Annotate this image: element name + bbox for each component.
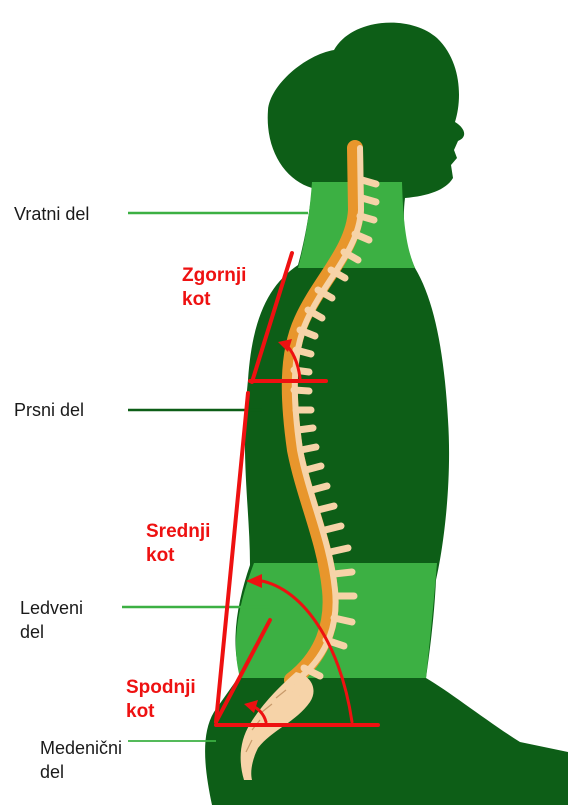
body-silhouette	[205, 23, 568, 805]
angle-lower-line1: Spodnji	[126, 676, 196, 700]
label-pelvic-line1: Medenični	[40, 736, 122, 760]
label-cervical-text: Vratni del	[14, 204, 89, 224]
label-cervical: Vratni del	[14, 202, 89, 226]
label-thoracic-text: Prsni del	[14, 400, 84, 420]
label-pelvic: Medenični del	[40, 736, 122, 784]
label-lumbar-line2: del	[20, 620, 83, 644]
angle-middle-line2: kot	[146, 544, 210, 568]
angle-upper-line1: Zgornji	[182, 264, 246, 288]
angle-lower-line2: kot	[126, 700, 196, 724]
label-thoracic: Prsni del	[14, 398, 84, 422]
angle-lower-label: Spodnji kot	[126, 676, 196, 724]
label-pelvic-line2: del	[40, 760, 122, 784]
angle-middle-line1: Srednji	[146, 520, 210, 544]
label-lumbar-line1: Ledveni	[20, 596, 83, 620]
angle-upper-label: Zgornji kot	[182, 264, 246, 312]
angle-middle-label: Srednji kot	[146, 520, 210, 568]
angle-upper-line2: kot	[182, 288, 246, 312]
label-lumbar: Ledveni del	[20, 596, 83, 644]
